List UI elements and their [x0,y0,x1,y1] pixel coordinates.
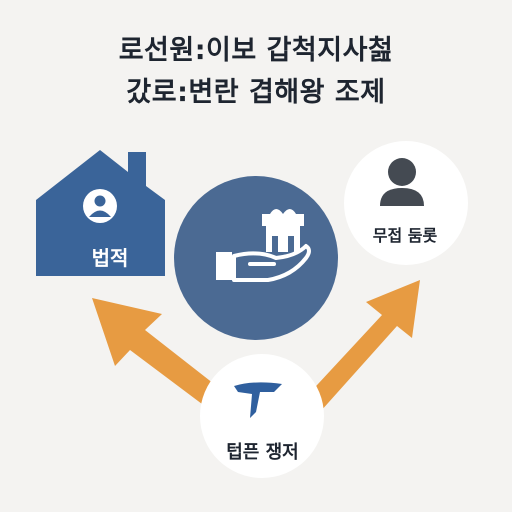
arrow-to-house [92,298,232,416]
pen-nib-icon [234,382,282,418]
house-label: 법적 [91,246,129,270]
house-node [36,150,165,276]
bottom-node [200,354,324,478]
person-label: 무접 둠롯 [372,226,438,245]
arrow-to-person [305,280,420,412]
title-line-1: 로선원:이보 갑척지사첦 [118,35,394,66]
center-node [174,176,338,340]
person-node [344,141,468,265]
house-person-icon [83,189,117,223]
title-line-2: 갔로:변란 겹해왕 조제 [126,77,386,108]
bottom-label: 텁픈 쟁저 [226,442,299,463]
arrows [92,280,420,416]
hand-giving-gift-icon [216,209,311,282]
person-icon [380,158,424,206]
